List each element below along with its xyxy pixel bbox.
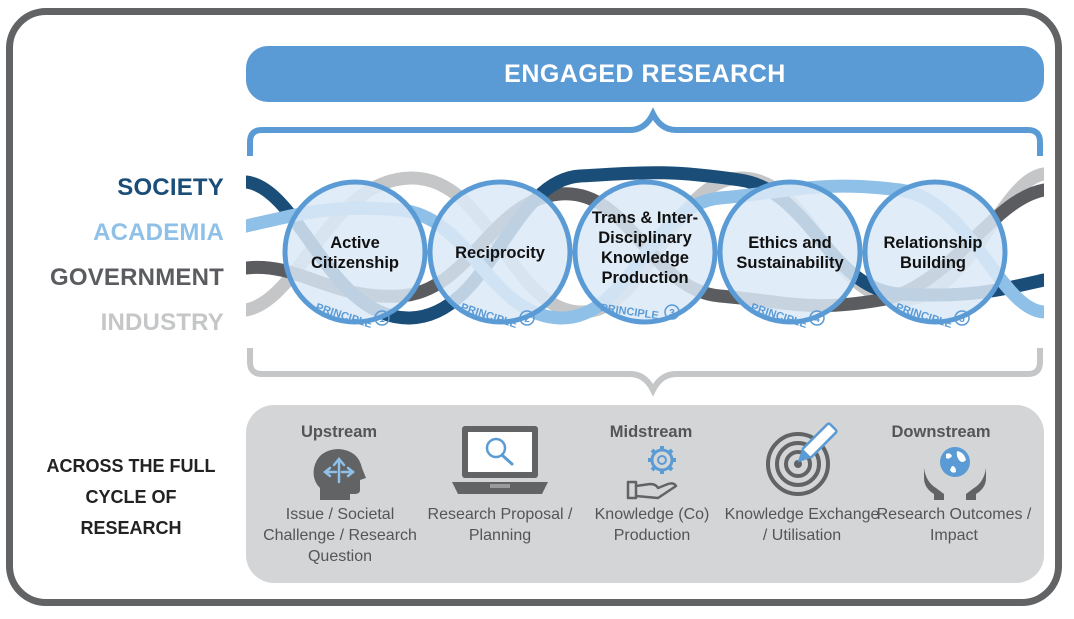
sector-academia: ACADEMIA (93, 219, 224, 246)
bottom-brace (247, 348, 1043, 397)
principle-circles (282, 179, 1008, 325)
principle-title-3: Trans & Inter-Disciplinary Knowledge Pro… (591, 209, 699, 287)
principle-number-2: 2 (524, 314, 530, 325)
principle-number-5: 5 (959, 314, 965, 325)
principle-circle-5 (862, 179, 1008, 325)
principle-circle-4 (717, 179, 863, 325)
stage-heading-downstream: Downstream (891, 423, 991, 441)
laptop-search-icon (452, 426, 548, 494)
hand-gear-icon (626, 446, 678, 500)
principle-number-4: 4 (814, 314, 820, 325)
principle-title-4: Ethics and Sustainability (736, 234, 844, 272)
principle-title-2: Reciprocity (455, 244, 545, 262)
sector-industry: INDUSTRY (100, 309, 224, 336)
stage-text-2: Research Proposal / Planning (427, 506, 573, 544)
stage-heading-midstream: Midstream (609, 423, 693, 441)
stage-heading-upstream: Upstream (300, 423, 378, 441)
stage-text-3: Knowledge (Co) Production (594, 506, 710, 544)
engaged-research-banner: ENGAGED RESEARCH (246, 46, 1044, 102)
head-arrows-icon (313, 449, 366, 500)
stage-text-4: Knowledge Exchange / Utilisation (724, 506, 880, 544)
hands-globe-icon (924, 447, 986, 500)
target-pencil-icon (766, 422, 838, 496)
stage-text-1: Issue / Societal Challenge / Research Qu… (263, 506, 417, 565)
principle-circle-1 (282, 179, 428, 325)
stage-text-5: Research Outcomes / Impact (876, 506, 1032, 544)
sector-government: GOVERNMENT (49, 264, 224, 291)
top-brace (247, 107, 1043, 156)
principle-title-5: Relationship Building (883, 234, 983, 272)
sector-society: SOCIETY (117, 174, 224, 201)
principle-number-3: 3 (669, 308, 675, 319)
principle-title-1: Active Citizenship (310, 234, 399, 272)
cycle-title: ACROSS THE FULL CYCLE OF RESEARCH (46, 456, 216, 538)
principle-number-1: 1 (379, 314, 385, 325)
research-cycle-panel (246, 405, 1044, 583)
principle-circle-2 (427, 179, 573, 325)
principle-circle-3 (572, 179, 718, 325)
